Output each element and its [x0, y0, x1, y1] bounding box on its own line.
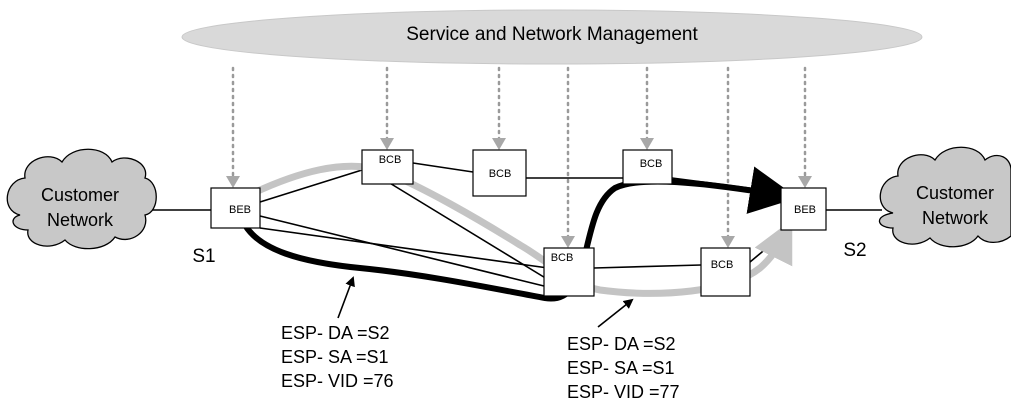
callout-arrow-vid-77: [597, 298, 634, 328]
beb-node-left: BEB: [210, 187, 261, 229]
label-77-da: ESP- DA =S2: [567, 334, 676, 354]
path-label-vid-77: ESP- DA =S2 ESP- SA =S1 ESP- VID =77: [567, 334, 680, 402]
path-label-vid-76: ESP- DA =S2 ESP- SA =S1 ESP- VID =76: [281, 323, 394, 391]
callout-arrow-vid-76: [337, 276, 355, 319]
label-76-da: ESP- DA =S2: [281, 323, 390, 343]
cloud-right-line1: Customer: [916, 183, 994, 203]
beb-left-label: BEB: [229, 204, 251, 216]
customer-network-cloud-left: Customer Network: [6, 148, 157, 250]
beb-right-label: BEB: [794, 204, 816, 216]
bcb-node-4: BCB: [622, 149, 673, 185]
cloud-right-line2: Network: [922, 208, 989, 228]
label-77-sa: ESP- SA =S1: [567, 358, 675, 378]
cloud-left-line2: Network: [47, 210, 114, 230]
site-label-left: S1: [192, 246, 215, 267]
beb-node-right: BEB: [780, 187, 827, 231]
bcb-node-1: BCB: [361, 149, 414, 185]
site-label-right: S2: [843, 240, 866, 261]
bcb-node-3: BCB: [543, 247, 595, 297]
label-77-vid: ESP- VID =77: [567, 382, 680, 402]
management-links: [226, 66, 812, 248]
bcb-node-2: BCB: [472, 149, 527, 197]
management-ellipse: [181, 9, 923, 65]
bcb-3-label: BCB: [551, 252, 574, 264]
bcb-5-label: BCB: [711, 259, 734, 271]
label-76-vid: ESP- VID =76: [281, 371, 394, 391]
bcb-4-label: BCB: [640, 158, 663, 170]
management-label: Service and Network Management: [406, 24, 698, 45]
bcb-1-label: BCB: [379, 154, 402, 166]
customer-network-cloud-right: Customer Network: [878, 146, 1011, 248]
bcb-node-5: BCB: [700, 247, 751, 297]
bcb-2-label: BCB: [489, 168, 512, 180]
label-76-sa: ESP- SA =S1: [281, 347, 389, 367]
cloud-left-line1: Customer: [41, 185, 119, 205]
